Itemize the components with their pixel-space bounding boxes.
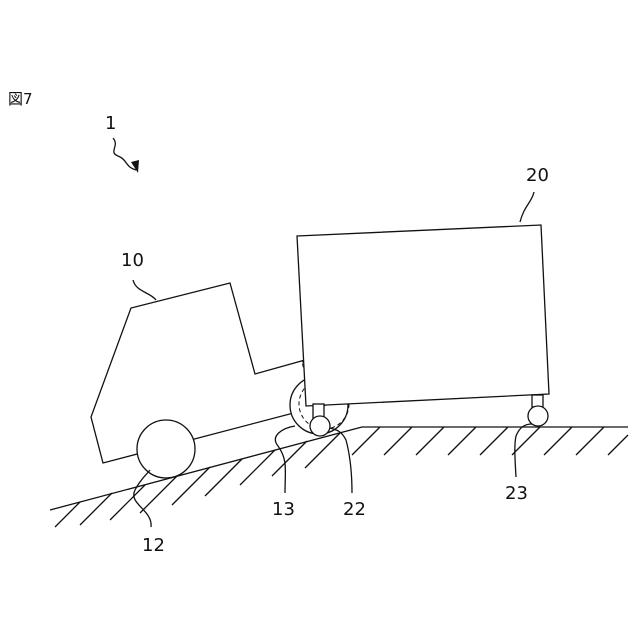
rear-caster <box>528 406 548 426</box>
tractor-body <box>91 283 305 463</box>
leader-front-caster <box>330 428 352 493</box>
figure-title: 図7 <box>8 90 33 108</box>
leader-container <box>520 192 534 222</box>
label-container-20: 20 <box>526 165 549 186</box>
label-front-caster-22: 22 <box>343 499 366 520</box>
leader-rear-wheel <box>275 426 295 493</box>
label-rear-caster-23: 23 <box>505 483 528 504</box>
label-front-wheel-12: 12 <box>142 535 165 556</box>
leader-arrow-assembly <box>113 138 136 170</box>
arrowhead-icon <box>131 160 139 173</box>
front-caster <box>310 416 330 436</box>
label-tractor-10: 10 <box>121 250 144 271</box>
container-body <box>297 225 549 406</box>
front-wheel <box>137 420 195 478</box>
leader-tractor <box>133 280 156 300</box>
label-assembly-1: 1 <box>105 113 116 134</box>
rear-caster-leg <box>532 395 543 407</box>
label-rear-wheel-13: 13 <box>272 499 295 520</box>
leader-front-wheel <box>134 470 151 527</box>
container-unit <box>297 225 549 436</box>
